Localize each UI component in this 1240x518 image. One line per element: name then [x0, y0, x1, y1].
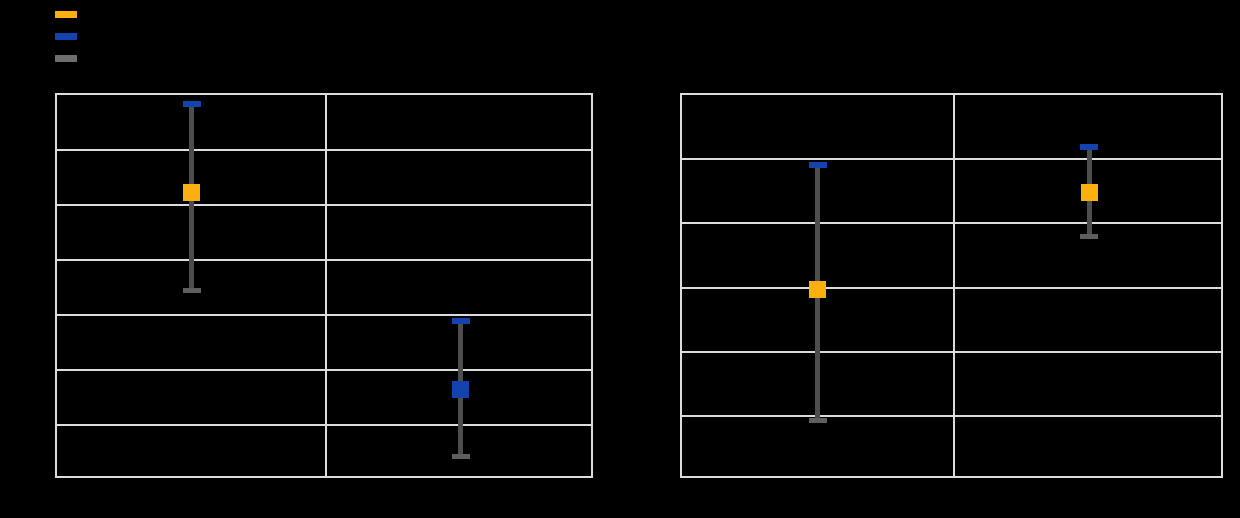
errorbar-cap-bottom — [1080, 234, 1099, 240]
horizontal-gridline — [682, 286, 1221, 289]
horizontal-gridline — [57, 314, 591, 316]
left-panel — [55, 93, 593, 478]
right-panel — [680, 93, 1223, 478]
marker-square-yellow — [809, 280, 827, 298]
marker-square-yellow — [183, 183, 200, 201]
errorbar-cap-bottom — [808, 418, 827, 424]
horizontal-gridline — [682, 222, 1221, 225]
horizontal-gridline — [682, 350, 1221, 353]
horizontal-gridline — [682, 414, 1221, 417]
horizontal-gridline — [57, 369, 591, 371]
errorbar-cap-top — [451, 318, 470, 325]
errorbar-cap-top — [182, 100, 201, 107]
errorbar-cap-top — [1080, 143, 1099, 150]
errorbar-cap-bottom — [451, 453, 470, 459]
vertical-gridline — [952, 95, 955, 476]
marker-square-yellow — [1080, 183, 1098, 201]
horizontal-gridline — [57, 204, 591, 206]
horizontal-gridline — [57, 259, 591, 261]
chart-legend — [55, 11, 77, 62]
horizontal-gridline — [57, 424, 591, 426]
vertical-gridline — [325, 95, 327, 476]
horizontal-gridline — [57, 149, 591, 151]
legend-swatch-blue — [55, 33, 77, 40]
marker-square-blue — [452, 380, 469, 398]
horizontal-gridline — [682, 158, 1221, 161]
legend-swatch-yellow — [55, 11, 77, 18]
errorbar-cap-top — [808, 162, 827, 169]
legend-swatch-gray — [55, 55, 77, 62]
errorbar-cap-bottom — [182, 287, 201, 293]
